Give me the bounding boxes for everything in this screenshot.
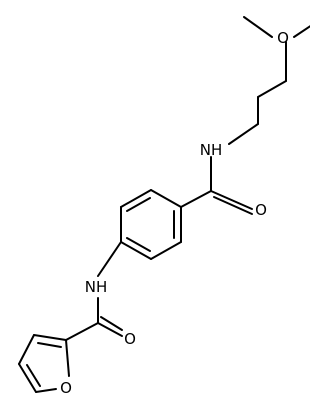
molecule-diagram: O NH O NH O O — [18, 16, 310, 397]
bond-chain-nh — [228, 123, 259, 145]
bond-ring-nh-bottom — [97, 241, 122, 277]
bond-ring-4-inner — [126, 237, 151, 252]
bond-furan-3 — [18, 363, 37, 393]
bond-carbonyl-o-top-a — [210, 190, 253, 210]
bond-furan-1 — [33, 334, 67, 341]
bond-furan-1-inner — [37, 342, 62, 348]
bond-carbonyl-o-top-b — [213, 196, 253, 215]
bond-ring-2-inner — [126, 197, 151, 212]
atom-furan-o: O — [60, 379, 72, 397]
atom-amide-nh-top: NH — [200, 141, 223, 159]
bond-ring-2 — [120, 189, 152, 208]
bond-carbonyl-o-bottom-a — [97, 322, 123, 337]
atom-labels: O NH O NH O O — [60, 29, 289, 397]
bonds — [18, 16, 310, 393]
bond-carbonyl-o-bottom-b — [100, 316, 123, 331]
bond-carbonyl-furan — [65, 322, 99, 341]
bond-ring-5 — [150, 241, 182, 260]
atom-amide-o-top: O — [255, 201, 267, 219]
bond-furan-2 — [18, 334, 35, 365]
atom-methoxy-o: O — [277, 29, 289, 47]
bond-furan-5 — [65, 339, 70, 377]
bond-chain-1 — [257, 80, 287, 98]
bond-o-ch2 — [243, 16, 273, 38]
bond-ring-1 — [150, 189, 182, 208]
atom-amide-o-bottom: O — [124, 330, 136, 348]
atom-amide-nh-bottom: NH — [85, 278, 108, 296]
bond-methyl-o — [293, 25, 310, 38]
bond-furan-4 — [35, 388, 57, 393]
bond-carbonyl-ring — [180, 190, 212, 208]
bond-furan-3-inner — [26, 364, 41, 387]
bond-ring-4 — [120, 241, 152, 260]
